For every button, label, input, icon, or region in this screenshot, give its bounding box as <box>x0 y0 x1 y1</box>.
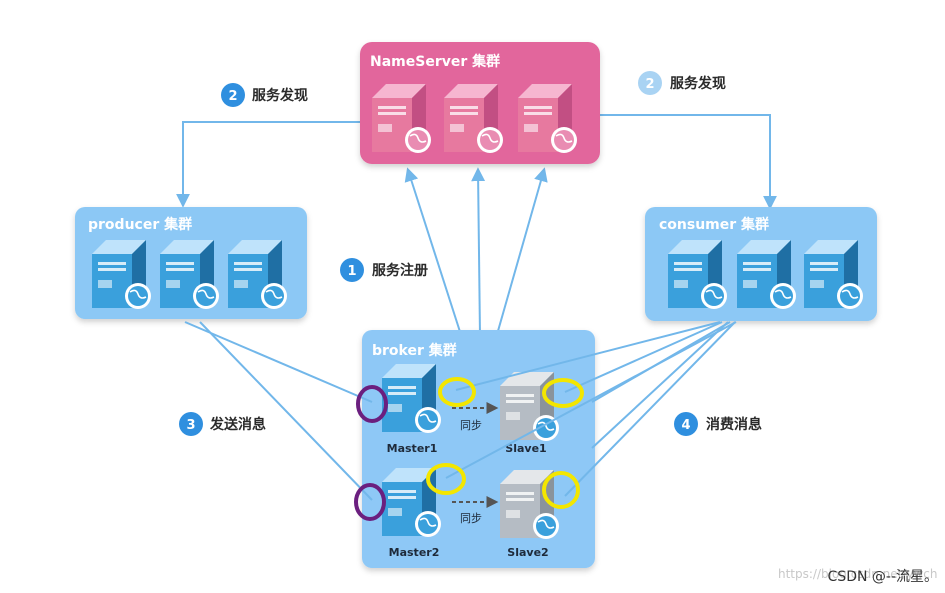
discovery-arrow-consumer <box>600 114 777 210</box>
register-arrow-middle <box>471 167 486 337</box>
discovery-arrow-producer <box>176 121 360 208</box>
highlight-circle-slave1-top <box>542 378 584 408</box>
watermark-url: https://blog.csdn.net/ywch <box>778 567 937 581</box>
slave1-label: Slave1 <box>505 442 546 455</box>
consumer-title: consumer 集群 <box>659 216 769 233</box>
register-arrow-right <box>495 167 548 339</box>
consumer-server-icon <box>803 239 864 310</box>
sync-label-1: 同步 <box>460 419 482 432</box>
nameserver-server-icon <box>371 83 432 154</box>
step-2-service-discovery-right: 2 服务发现 <box>638 71 726 95</box>
master2-label: Master2 <box>389 546 440 559</box>
consume-line <box>455 321 721 391</box>
step-badge <box>674 412 698 436</box>
step-number: 2 <box>228 89 237 104</box>
nameserver-server-icon <box>517 83 578 154</box>
highlight-circle-master1-port <box>356 385 388 423</box>
producer-server-icon <box>227 239 288 310</box>
step-badge <box>221 83 245 107</box>
send-line-master1 <box>184 321 373 403</box>
nameserver-cluster: NameServer 集群 <box>360 42 600 164</box>
step-number: 4 <box>681 418 690 433</box>
step-1-service-register: 1 服务注册 <box>340 258 428 282</box>
broker-title: broker 集群 <box>372 342 457 359</box>
consume-line <box>564 321 723 393</box>
step-label: 服务发现 <box>670 75 726 92</box>
step-number: 1 <box>347 264 356 279</box>
step-badge <box>340 258 364 282</box>
highlight-circle-master2-port <box>354 483 386 521</box>
step-badge <box>638 71 662 95</box>
master1-server-icon <box>381 363 442 434</box>
slave2-label: Slave2 <box>507 546 548 559</box>
nameserver-server-icon <box>443 83 504 154</box>
consumer-server-icon <box>667 239 728 310</box>
step-4-consume-message: 4 消费消息 <box>674 412 762 436</box>
highlight-circle-master1-top <box>438 377 476 407</box>
consume-line <box>445 321 737 479</box>
consume-line <box>591 321 729 449</box>
producer-title: producer 集群 <box>88 216 192 233</box>
step-number: 2 <box>645 77 654 92</box>
consume-line <box>564 321 736 497</box>
step-label: 服务发现 <box>252 87 308 104</box>
step-2-service-discovery-left: 2 服务发现 <box>221 83 308 107</box>
watermark-csdn: CSDN @--流星。 <box>828 569 938 585</box>
step-badge <box>179 412 203 436</box>
broker-cluster: broker 集群 Master1 Slave1 同步 Master2 Slav… <box>362 330 595 568</box>
step-number: 3 <box>186 418 195 433</box>
highlight-circle-master2-top <box>426 463 466 495</box>
master1-label: Master1 <box>387 442 438 455</box>
step-3-send-message: 3 发送消息 <box>179 412 266 436</box>
sync-label-2: 同步 <box>460 512 482 525</box>
producer-cluster: producer 集群 <box>75 207 307 319</box>
step-label: 服务注册 <box>372 262 428 279</box>
step-label: 消费消息 <box>706 416 762 433</box>
register-arrow-left <box>404 167 463 339</box>
step-label: 发送消息 <box>209 416 266 433</box>
highlight-circle-slave2-top <box>542 471 580 509</box>
master2-server-icon <box>381 467 442 538</box>
producer-server-icon <box>91 239 152 310</box>
consumer-cluster: consumer 集群 <box>645 207 877 321</box>
producer-server-icon <box>159 239 220 310</box>
consumer-server-icon <box>736 239 797 310</box>
send-line-master2 <box>199 321 373 501</box>
nameserver-title: NameServer 集群 <box>370 53 500 70</box>
